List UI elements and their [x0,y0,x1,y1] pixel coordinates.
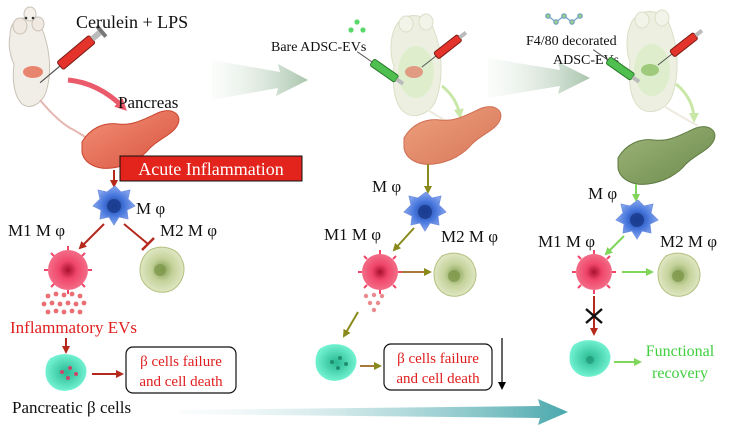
p1-inhibit-mac-m2 [123,223,149,245]
syringe-1-icon [39,24,108,84]
syringe-3-green-icon [592,49,641,84]
m2-cell-1-icon [139,246,185,293]
progression-arrow-2 [488,58,590,98]
p1-arrow-mac-m1 [78,223,105,250]
inflammatory-ev-dots [41,291,87,315]
p2-outcome-box [383,343,493,391]
panel2-m1-label: M1 M φ [324,225,381,244]
p3-outcome-line1: Functional [646,343,715,360]
panel3-m2-label: M2 M φ [660,232,717,251]
p2-arrow-to-pancreas [441,84,464,119]
m2-cell-3-icon [657,252,701,297]
m1-cell-3-icon [572,250,616,294]
p2-outcome-line2: and cell death [396,371,480,387]
panel3-m1-label: M1 M φ [538,232,595,251]
panel2-macrophage-label: M φ [372,177,401,196]
m1-cell-2-icon [358,250,402,294]
p3-arrow-mac-m1 [604,235,625,256]
syringe-2-green-icon [356,51,405,86]
acute-inflammation-box [119,155,303,182]
p2-arrow-mac-m1 [392,227,415,252]
syringe-3-red-icon [657,29,704,66]
p1-outcome-line2: and cell death [139,374,223,390]
blocked-x-icon [585,308,603,324]
panel1-m2-label: M2 M φ [160,221,217,240]
mouse-1-icon [8,6,97,143]
panel1-m1-label: M1 M φ [8,221,65,240]
p3-outcome-line2: recovery [652,365,708,382]
f480-ev-icon [545,13,583,25]
pancreatic-beta-cells-label: Pancreatic β cells [12,398,131,417]
panel2-m2-label: M2 M φ [441,227,498,246]
p3-arrow-to-pancreas [675,82,699,123]
pancreas-inflamed-icon [81,110,180,169]
panel1-pancreas-label: Pancreas [118,93,178,112]
inflammatory-evs-label: Inflammatory EVs [10,318,137,337]
beta-cell-1-icon [45,354,87,391]
p2-ev-dots [363,292,385,313]
mouse-2-icon [390,13,463,131]
acute-inflammation-label: Acute Inflammation [138,159,283,179]
panel1-treatment-label: Cerulein + LPS [76,12,188,32]
m2-cell-2-icon [433,252,477,297]
p1-inhibit-bar [141,237,155,251]
panel3-macrophage-label: M φ [588,184,617,203]
syringe-2-red-icon [421,31,468,68]
pancreas-recovered-icon [617,126,716,185]
m1-cell-1-icon [44,246,92,294]
panel1-macrophage-label: M φ [136,199,165,218]
bottom-teal-arrow [180,399,568,425]
beta-cell-3-icon [569,340,611,377]
to-pancreas-arrow [67,77,127,111]
p1-outcome-line1: β cells failure [140,354,222,370]
ev-green-dots-icon [348,19,366,33]
mouse-3-icon [626,9,699,127]
beta-cell-2-icon [315,344,357,381]
p2-arrow-m1-beta [342,311,359,338]
p2-outcome-line1: β cells failure [397,351,479,367]
panel2-treatment-label: Bare ADSC-EVs [271,40,366,55]
pancreas-treated-icon [403,106,502,165]
progression-arrow-1 [212,60,308,100]
panel3-treatment-line1: F4/80 decorated [526,34,617,49]
p1-outcome-box [125,346,237,394]
